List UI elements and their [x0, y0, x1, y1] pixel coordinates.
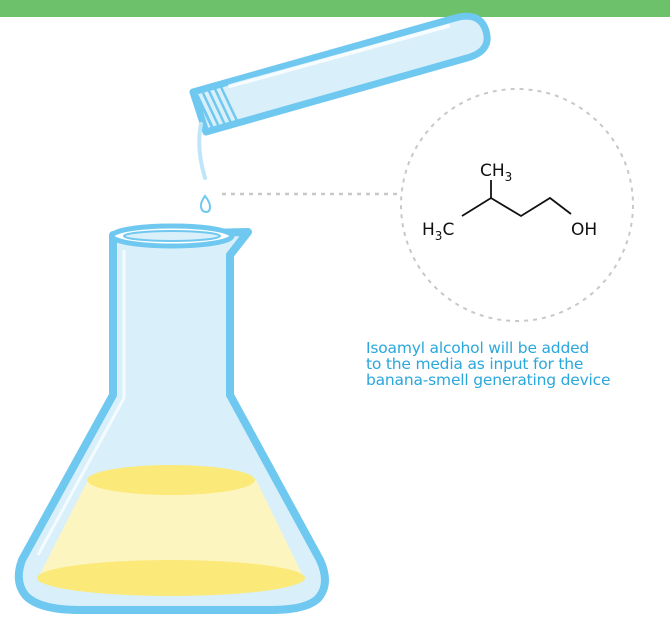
- methyl-left-suffix: C: [442, 220, 454, 240]
- methyl-top-subscript: 3: [505, 170, 513, 184]
- caption-line-1: Isoamyl alcohol will be added: [366, 339, 590, 357]
- droplet-icon: [197, 122, 212, 214]
- isoamyl-alcohol-structure-icon: CH3 H3C OH: [422, 161, 597, 243]
- header-banner: [0, 0, 670, 17]
- methyl-top-text: CH: [480, 161, 505, 181]
- methyl-left-subscript: 3: [435, 229, 443, 243]
- methyl-left-label: H3C: [422, 220, 454, 243]
- erlenmeyer-flask-icon: [14, 223, 329, 614]
- methyl-left-prefix: H: [422, 220, 435, 240]
- hydroxyl-label: OH: [571, 220, 597, 240]
- methyl-top-label: CH3: [480, 161, 512, 184]
- caption-text: Isoamyl alcohol will be added to the med…: [366, 340, 666, 388]
- caption-line-2: to the media as input for the: [366, 355, 584, 373]
- test-tube-icon: [189, 12, 491, 136]
- molecule-callout-circle: [400, 88, 634, 322]
- caption-line-3: banana-smell generating device: [366, 371, 611, 389]
